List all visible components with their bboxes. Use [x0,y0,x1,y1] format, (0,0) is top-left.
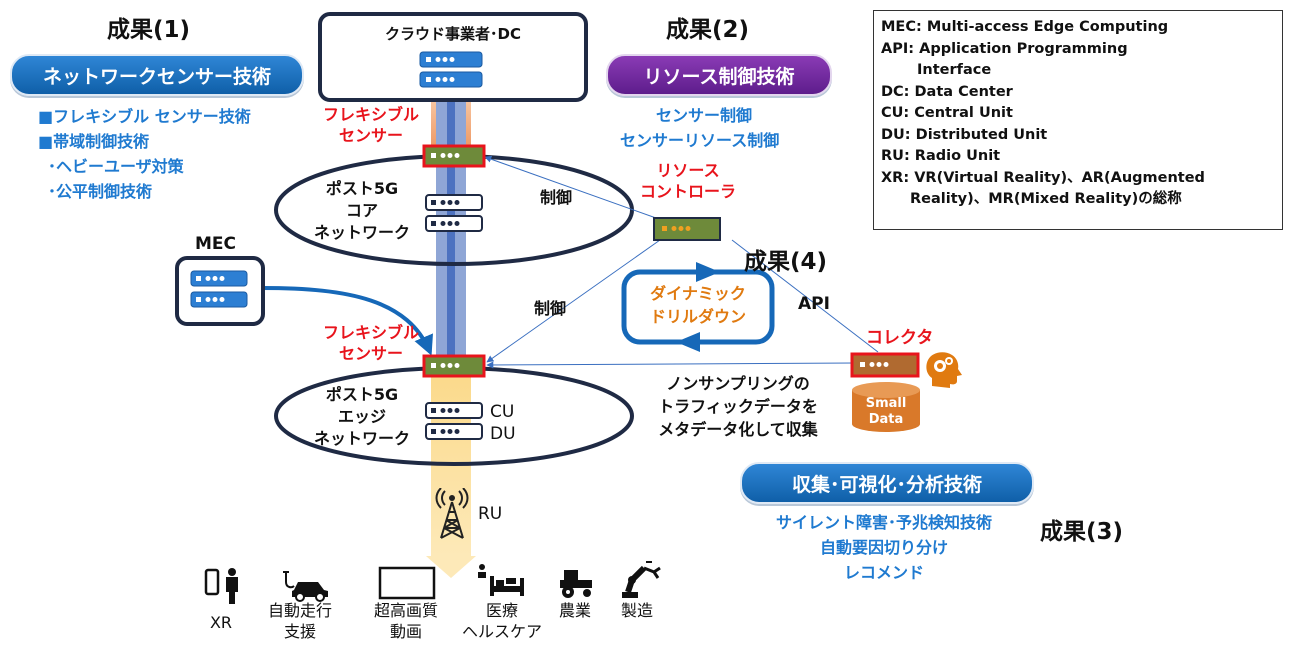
legend-entry: XR: VR(Virtual Reality)、AR(Augmented [881,169,1205,186]
api-label: API [798,294,830,314]
resource-control-tech-pill: リソース制御技術 [606,54,832,96]
lower-flow-arrowhead [426,556,476,578]
r3-items: サイレント障害･予兆検知技術 自動要因切り分け レコメンド [775,513,992,582]
robot-arm-icon [622,561,661,598]
api-line [731,239,879,353]
legend-entry: DC: Data Center [881,83,1013,100]
nonsampling-description: ノンサンプリングのトラフィックデータをメタデータ化して収集 [658,374,818,439]
cu-label: CU [490,402,515,422]
use-case-label: 製造 [620,601,653,620]
legend-entry: Reality)、MR(Mixed Reality)の総称 [910,191,1182,207]
medical-bed-icon [478,564,524,596]
collect-analyze-tech-pill: 収集･可視化･分析技術 [740,462,1034,504]
left-list-item: ■帯域制御技術 [38,132,150,151]
control-label-lower: 制御 [534,299,567,318]
collector-label: コレクタ [866,328,934,348]
legend-entry: MEC: Multi-access Edge Computing [881,19,1169,35]
legend-entry: DU: Distributed Unit [881,126,1048,143]
ru-label: RU [478,504,503,524]
left-list-item: ･ヘビーユーザ対策 [48,157,184,176]
drilldown-loop [621,262,775,352]
result-2-title: 成果(2) [666,17,750,43]
lower-sensor-label: フレキシブルセンサー [322,323,419,363]
tractor-icon [560,570,592,598]
r2-item: センサー制御 [656,106,753,125]
resource-controller-device-icon [653,217,721,241]
legend-entry: Interface [917,62,992,78]
left-list-item: ･公平制御技術 [48,182,153,201]
legend-entry: RU: Radio Unit [881,148,1001,164]
mec-label: MEC [195,234,237,254]
collector-line [486,361,856,369]
resource-controller-label: リソースコントローラ [639,161,736,201]
use-case-label: XR [209,613,233,632]
screen-icon [378,566,436,600]
mec-server-icon [190,270,248,308]
left-tech-list: ■フレキシブル センサー技術 ■帯域制御技術 ･ヘビーユーザ対策 ･公平制御技術 [38,104,251,204]
use-case-label: 超高画質動画 [373,601,438,641]
result-1-title: 成果(1) [107,17,191,43]
small-data-database-icon [852,382,920,432]
upper-sensor-label: フレキシブルセンサー [322,105,419,145]
use-case-label: 医療ヘルスケア [461,601,542,641]
abbreviation-legend: MEC: Multi-access Edge Computing API: Ap… [873,10,1283,230]
edge-server-icon [425,402,483,440]
xr-person-icon [204,568,238,604]
legend-entry: API: Application Programming [881,40,1128,57]
control-line-core [484,155,657,219]
mec-arrow [261,286,433,356]
core-server-icon [425,194,483,232]
upper-sensor-device-icon [422,144,486,168]
r2-item: センサーリソース制御 [620,131,780,150]
use-case-label: 農業 [558,601,591,620]
collector-device-icon [850,352,920,378]
lower-sensor-device-icon [422,354,486,378]
dynamic-drilldown-label: ダイナミックドリルダウン [649,284,746,326]
car-icon [283,571,328,602]
legend-entry: CU: Central Unit [881,105,1013,121]
network-sensor-tech-pill: ネットワークセンサー技術 [10,54,304,96]
cloud-server-icon [419,51,483,88]
control-line-edge [486,239,661,363]
result-4-title: 成果(4) [744,249,828,275]
use-case-label: 自動走行支援 [267,601,332,641]
du-label: DU [490,424,516,444]
left-list-item: ■フレキシブル センサー技術 [38,107,251,126]
ai-head-icon [926,352,962,388]
result-3-title: 成果(3) [1040,519,1124,545]
control-label-upper: 制御 [540,188,573,207]
ru-antenna-icon [435,488,469,539]
cloud-title: クラウド事業者･DC [385,25,521,43]
